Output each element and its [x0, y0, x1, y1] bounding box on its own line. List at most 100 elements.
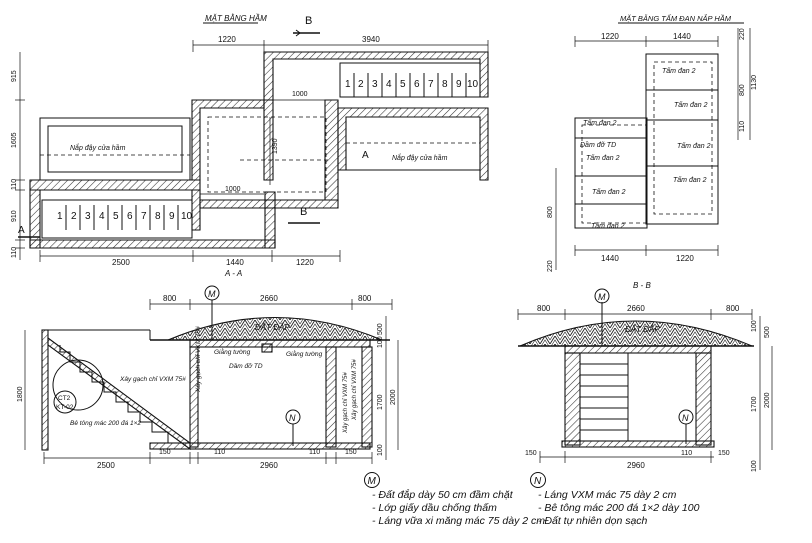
dim-label: 1440: [601, 254, 619, 263]
step-number: 10: [181, 211, 193, 222]
dim-label: 110: [309, 449, 320, 456]
step-number: 5: [113, 211, 119, 222]
brick-label-vertical: Xây gạch chỉ VXM 75#: [194, 326, 202, 393]
legend-item: - Láng VXM mác 75 dày 2 cm: [538, 489, 677, 501]
dim-label: 800: [163, 294, 177, 303]
dim-label: 2960: [627, 461, 645, 470]
legend-marker-n: [530, 472, 546, 488]
lid-label-left: Nắp đậy cửa hầm: [70, 143, 126, 152]
slab-label: Tấm đan 2: [583, 119, 617, 127]
slab-label: Tấm đan 2: [591, 222, 625, 230]
dim-label: 915: [11, 70, 18, 82]
wall-tie-label: Giằng tường: [286, 349, 323, 358]
step-number: 7: [428, 79, 434, 90]
concrete-label: Bê tông mác 200 đá 1×2: [70, 420, 141, 427]
dim-label: 150: [345, 449, 357, 456]
slab-label: Tấm đan 2: [673, 176, 707, 184]
section-mark-b-bottom: B: [300, 206, 307, 218]
step-number: 1: [345, 79, 351, 90]
dim-label: 110: [11, 179, 18, 190]
stairs-top: 1 2 3 4 5 6 7 8 9 10: [345, 79, 479, 90]
legend-item: - Bê tông mác 200 đá 1×2 dày 100: [538, 502, 700, 514]
section-mark-a-right: A: [362, 150, 369, 161]
dim-label: 1000: [292, 91, 308, 98]
dim-label: 1000: [225, 186, 241, 193]
dim-label: 2000: [764, 392, 771, 408]
dim-label: 800: [726, 304, 740, 313]
dim-label: 800: [358, 294, 372, 303]
brick-label: Xây gạch chỉ VXM 75#: [119, 375, 186, 383]
dim-label: 2000: [390, 389, 397, 405]
legend-item: - Đất tự nhiên dọn sạch: [538, 515, 648, 527]
fill-label: ĐẤT ĐẮP: [255, 323, 290, 332]
dim-label: 800: [547, 206, 554, 218]
section-aa: A - A ĐẤT ĐẮP CT2 KT-02 Xây gạch chỉ VXM…: [17, 269, 399, 470]
dim-label: 1440: [673, 32, 691, 41]
dim-label: 100: [751, 320, 758, 332]
dim-label: 500: [764, 326, 771, 338]
dim-label: 100: [377, 444, 384, 456]
step-number: 9: [456, 79, 462, 90]
detail-ref: KT-02: [56, 404, 74, 411]
slab-label: Tấm đan 2: [592, 188, 626, 196]
step-number: 10: [467, 79, 479, 90]
legend-item: - Lớp giấy dầu chống thấm: [372, 502, 497, 514]
plan-basement: MẶT BẰNG HẦM B A A B Nắp đậy cửa hầm: [11, 13, 489, 267]
dim-label: 110: [214, 449, 225, 456]
dim-label: 2960: [260, 461, 278, 470]
dim-label: 1800: [17, 386, 24, 402]
dim-label: 1220: [296, 258, 314, 267]
dim-label: 1440: [226, 258, 244, 267]
step-number: 2: [358, 79, 364, 90]
dim-label: 1220: [218, 35, 236, 44]
section-aa-title: A - A: [224, 269, 242, 278]
step-number: 2: [71, 211, 77, 222]
dim-label: 1605: [11, 132, 18, 148]
earth-fill-mound: [519, 320, 753, 347]
step-number: 1: [57, 211, 63, 222]
dim-label: 1390: [272, 138, 279, 154]
section-mark-a-left: A: [18, 225, 25, 236]
dim-label: 2500: [97, 461, 115, 470]
dim-label: 150: [525, 450, 537, 457]
detail-ref: CT2: [58, 395, 71, 402]
step-number: 8: [442, 79, 448, 90]
marker-n: [285, 409, 301, 425]
section-mark-b-top: B: [305, 15, 312, 27]
legend-item: - Đất đắp dày 50 cm đầm chặt: [372, 489, 513, 501]
dim-label: 100: [377, 336, 384, 348]
lid-label-right: Nắp đậy cửa hầm: [392, 153, 448, 162]
slab-label: Tấm đan 2: [674, 101, 708, 109]
dim-label: 910: [11, 210, 18, 222]
slab-label: Tấm đan 2: [677, 142, 711, 150]
legend-marker-label: M: [368, 476, 377, 487]
step-number: 4: [386, 79, 392, 90]
dim-label: 1700: [377, 394, 384, 410]
dim-label: 2660: [627, 304, 645, 313]
legend-n: - Láng VXM mác 75 dày 2 cm - Bê tông mác…: [538, 489, 699, 528]
step-number: 8: [155, 211, 161, 222]
dim-label: 110: [11, 247, 18, 258]
marker-label: N: [682, 413, 689, 423]
dim-label: 1220: [601, 32, 619, 41]
earth-fill-mound: [167, 316, 383, 341]
slab-label: Tấm đan 2: [586, 154, 620, 162]
marker-n: [678, 409, 694, 425]
marker-m: [594, 288, 610, 304]
dim-label: 800: [537, 304, 551, 313]
wall-tie-label: Giằng tường: [214, 347, 251, 356]
dim-label: 1130: [751, 75, 758, 90]
fill-label: ĐẤT ĐẮP: [625, 325, 660, 334]
marker-label: N: [289, 413, 296, 423]
stairs-bottom: 1 2 3 4 5 6 7 8 9 10: [57, 211, 193, 222]
step-number: 6: [414, 79, 420, 90]
dim-label: 1700: [751, 396, 758, 412]
step-number: 3: [372, 79, 378, 90]
step-number: 4: [99, 211, 105, 222]
legend-marker-m: [364, 472, 380, 488]
dim-label: 150: [159, 449, 171, 456]
dim-label: 110: [739, 121, 746, 132]
dim-label: 2500: [112, 258, 130, 267]
step-number: 3: [85, 211, 91, 222]
